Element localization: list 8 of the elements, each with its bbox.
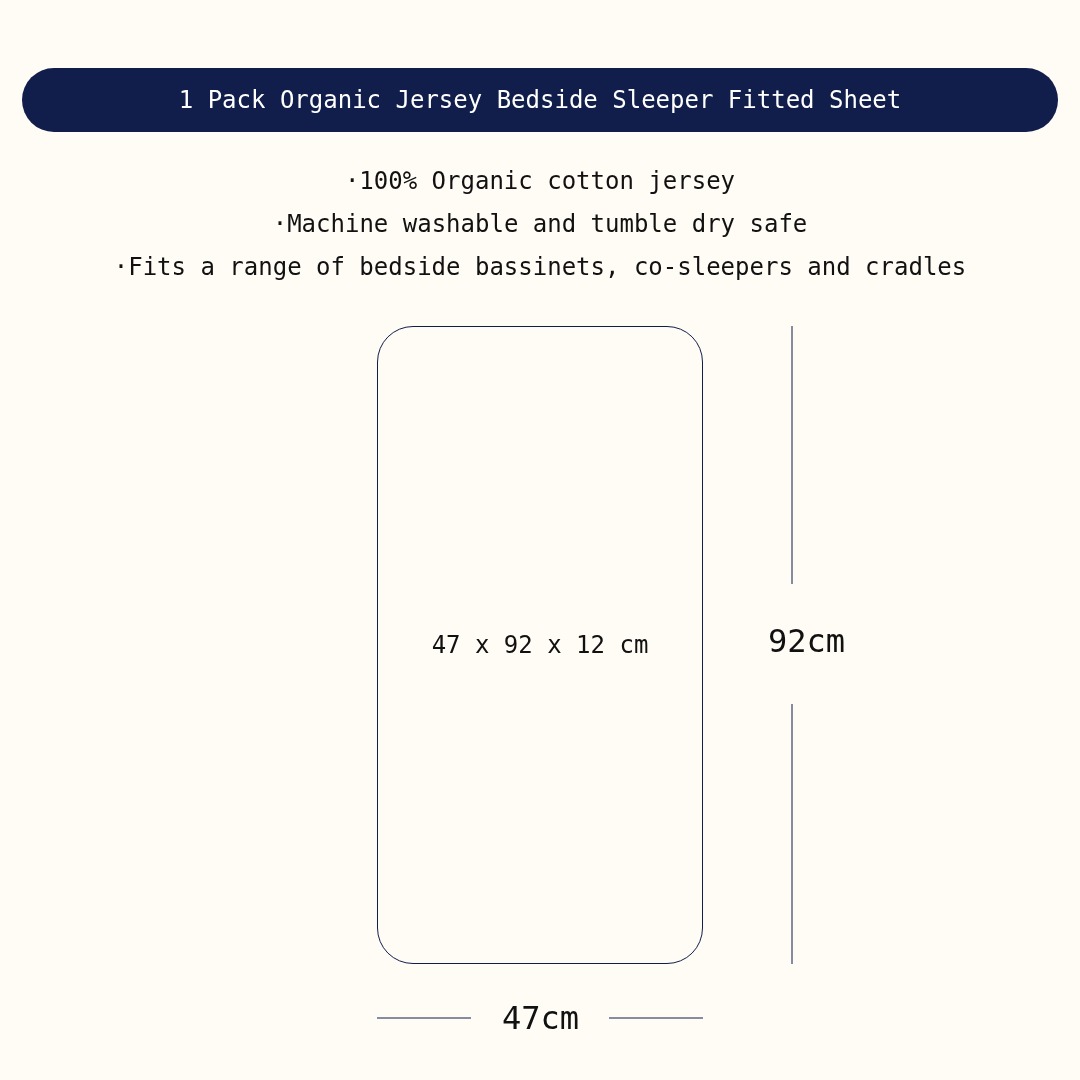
dimension-text: 47 x 92 x 12 cm — [431, 631, 649, 659]
feature-bullet: ·Machine washable and tumble dry safe — [272, 209, 808, 239]
feature-bullet: ·100% Organic cotton jersey — [344, 166, 736, 196]
dimension-label: 47cm — [502, 999, 580, 1037]
title-text: 1 Pack Organic Jersey Bedside Sleeper Fitted Sheet — [178, 86, 902, 114]
sheet-outline — [377, 326, 703, 964]
feature-bullet: ·Fits a range of bedside bassinets, co-sleepers and cradles — [113, 252, 967, 282]
dimension-label: 92cm — [768, 622, 846, 660]
